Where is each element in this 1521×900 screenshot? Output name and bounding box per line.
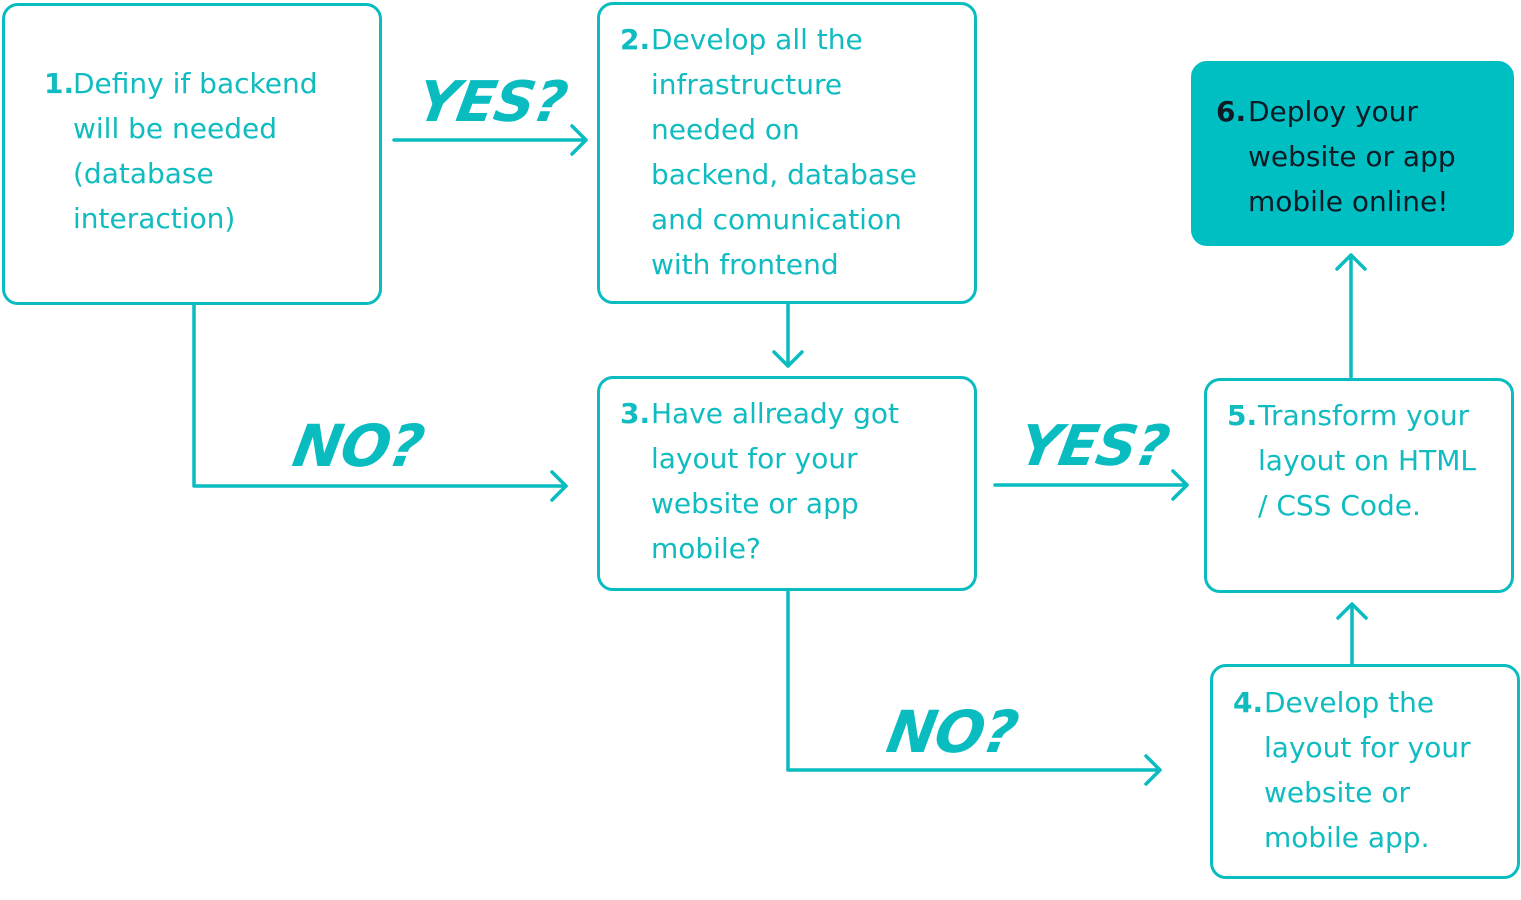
step4-line: mobile app. — [1264, 821, 1430, 854]
step6-line: Deploy your — [1248, 95, 1418, 128]
step1-line: interaction) — [73, 202, 236, 235]
step4-text: 4. Develop the layout for your website o… — [1233, 680, 1471, 854]
step5-line: Transform your — [1258, 399, 1470, 432]
step6-number: 6. — [1216, 95, 1247, 128]
step1-box — [2, 3, 382, 305]
step4-line: Develop the — [1264, 686, 1435, 719]
step1-number: 1. — [44, 67, 75, 100]
step1-line: (database — [73, 157, 214, 190]
step5-number: 5. — [1227, 399, 1258, 432]
step2-box — [597, 2, 977, 304]
arrow-step1-to-step2 — [392, 124, 588, 156]
step2-number: 2. — [620, 23, 651, 56]
arrow-step2-to-step3 — [772, 303, 804, 368]
label-step1-yes: YES? — [412, 70, 572, 135]
arrow-step1-to-step3 — [192, 303, 568, 502]
arrow-step3-to-step5 — [993, 469, 1189, 501]
step2-line: Develop all the — [651, 23, 863, 56]
arrow-step3-to-step4 — [786, 589, 1162, 786]
step3-line: mobile? — [651, 532, 761, 565]
arrow-step4-to-step5 — [1336, 602, 1368, 666]
step3-line: layout for your — [651, 442, 858, 475]
arrow-step5-to-step6 — [1335, 253, 1367, 379]
step3-box — [597, 376, 977, 591]
step4-line: website or — [1264, 776, 1411, 809]
step6-line: website or app — [1248, 140, 1456, 173]
step5-line: / CSS Code. — [1258, 489, 1421, 522]
step6-box — [1191, 61, 1514, 246]
step2-line: backend, database — [651, 158, 917, 191]
step6-line: mobile online! — [1248, 185, 1449, 218]
step2-line: needed on — [651, 113, 800, 146]
label-step3-yes: YES? — [1014, 414, 1174, 479]
step1-text: 1. Definy if backend will be needed (dat… — [44, 61, 317, 235]
label-step1-no: NO? — [288, 412, 429, 480]
step3-number: 3. — [620, 397, 651, 430]
step1-line: will be needed — [73, 112, 278, 145]
step3-line: Have allready got — [651, 397, 900, 430]
step5-line: layout on HTML — [1258, 444, 1476, 477]
step4-box — [1210, 664, 1520, 879]
step2-line: infrastructure — [651, 68, 843, 101]
step5-box — [1204, 378, 1514, 593]
label-step3-no: NO? — [882, 698, 1023, 766]
step3-text: 3. Have allready got layout for your web… — [620, 391, 899, 565]
step2-text: 2. Develop all the infrastructure needed… — [620, 17, 917, 281]
step6-text: 6. Deploy your website or app mobile onl… — [1216, 89, 1456, 218]
step1-line: Definy if backend — [73, 67, 318, 100]
step4-number: 4. — [1233, 686, 1264, 719]
step2-line: with frontend — [651, 248, 839, 281]
step2-line: and comunication — [651, 203, 902, 236]
step3-line: website or app — [651, 487, 859, 520]
step5-text: 5. Transform your layout on HTML / CSS C… — [1227, 393, 1476, 522]
step4-line: layout for your — [1264, 731, 1471, 764]
